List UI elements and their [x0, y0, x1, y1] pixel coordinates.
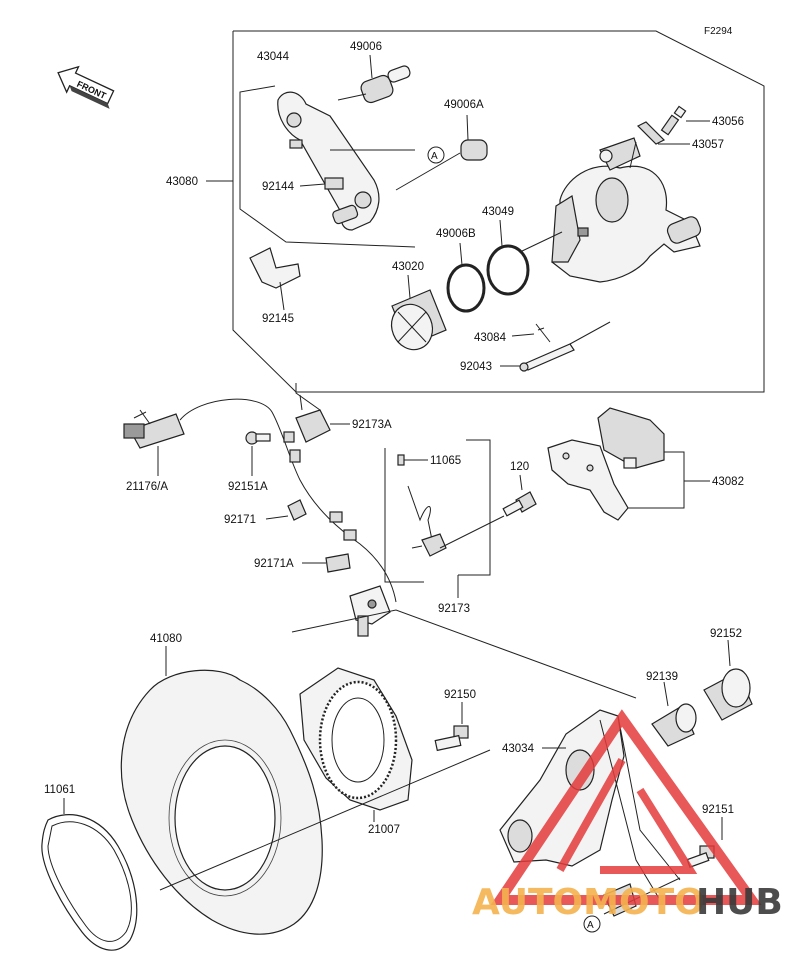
watermark-text-part1: AUTOMOTO [472, 882, 705, 923]
piston-43020 [390, 289, 447, 351]
label-92173A: 92173A [352, 419, 392, 431]
caliper-body [551, 137, 702, 283]
label-11061: 11061 [44, 784, 75, 796]
label-92145: 92145 [262, 313, 294, 325]
label-21176A: 21176/A [126, 481, 168, 493]
label-43020: 43020 [392, 261, 424, 273]
label-43057: 43057 [692, 139, 724, 151]
brake-pads-43082 [547, 407, 665, 521]
label-43080: 43080 [166, 176, 198, 188]
label-92144: 92144 [262, 181, 295, 193]
spring-clip [407, 485, 441, 551]
label-49006B: 49006B [436, 228, 476, 240]
watermark-triangle-icon [490, 709, 762, 905]
svg-text:A: A [431, 151, 438, 162]
bolt-92150 [434, 725, 469, 752]
reference-marker-a [427, 146, 445, 164]
label-92171A: 92171A [254, 558, 294, 570]
boot-49006 [360, 65, 411, 104]
collar-92139 [651, 703, 697, 747]
label-92151: 92151 [702, 804, 734, 816]
label-43082: 43082 [712, 476, 744, 488]
label-92151A: 92151A [228, 481, 268, 493]
clip-92144 [324, 177, 344, 190]
caliper-bracket [277, 91, 380, 231]
gasket-11061 [41, 814, 138, 951]
bleeder-valve-43056 [660, 105, 687, 136]
label-43049: 43049 [482, 206, 514, 218]
label-92150: 92150 [444, 689, 476, 701]
label-43056: 43056 [712, 116, 744, 128]
sensor-connector-21176A [123, 409, 185, 449]
label-92139: 92139 [646, 671, 678, 683]
label-43034: 43034 [502, 743, 535, 755]
label-43044: 43044 [257, 51, 290, 63]
pin-11065 [397, 454, 405, 466]
label-41080: 41080 [150, 633, 182, 645]
reference-marker-a-bottom [583, 915, 601, 933]
brake-disc-41080 [120, 669, 323, 935]
collar-92152 [703, 668, 753, 721]
bleeder-cap-43057 [636, 121, 666, 145]
label-120: 120 [510, 461, 529, 473]
label-43084: 43084 [474, 332, 507, 344]
boot-49006A [460, 139, 488, 161]
bolt-92151A [245, 431, 271, 445]
pad-spring-92145 [249, 247, 301, 289]
caliper-holder-43034 [499, 709, 681, 917]
abs-rotor-ring-21007 [299, 667, 413, 811]
seal-43049 [486, 244, 530, 296]
abs-wheel-sensor [349, 585, 391, 637]
cotter-pin-43084 [535, 323, 551, 343]
pin-92043 [523, 343, 575, 371]
label-92173: 92173 [438, 603, 470, 615]
label-49006: 49006 [350, 41, 382, 53]
holder-92173A [295, 409, 331, 443]
caliper-group-outline [232, 30, 765, 393]
label-49006A: 49006A [444, 99, 484, 111]
watermark-logo [490, 709, 762, 905]
watermark-text-part2: HUB [696, 882, 783, 923]
label-92171: 92171 [224, 514, 256, 526]
clamp-92171 [287, 499, 307, 521]
label-11065: 11065 [430, 455, 461, 467]
bolt-120 [502, 491, 537, 517]
label-21007: 21007 [368, 824, 400, 836]
clamp-92171A [325, 553, 351, 573]
front-arrow-icon: FRONT [57, 65, 115, 109]
seal-49006B [446, 263, 486, 313]
svg-text:A: A [587, 920, 594, 931]
label-92043: 92043 [460, 361, 492, 373]
label-92152: 92152 [710, 628, 742, 640]
figure-code: F2294 [704, 26, 733, 37]
